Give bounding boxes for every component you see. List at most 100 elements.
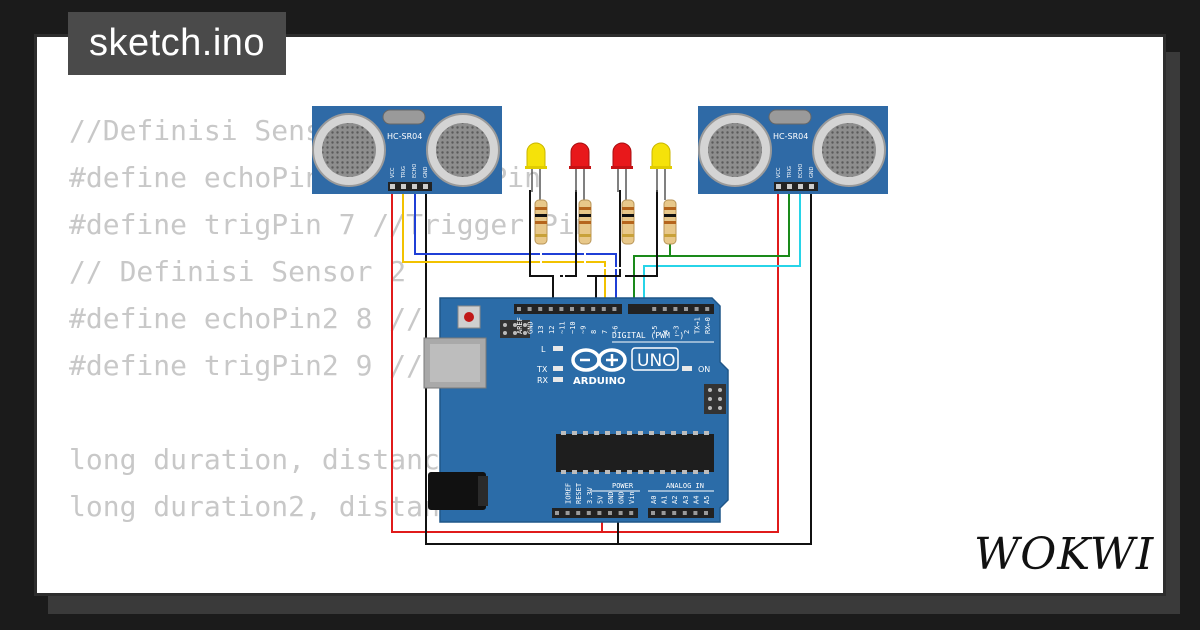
- header-pin[interactable]: [684, 307, 688, 311]
- header-pin[interactable]: [586, 511, 591, 515]
- header-pin[interactable]: [682, 511, 687, 515]
- pin-label: TX→1: [694, 317, 702, 334]
- header-pin[interactable]: [597, 511, 602, 515]
- wire-red: [602, 190, 779, 533]
- header-pin[interactable]: [662, 307, 667, 311]
- sensor-pin-label: TRIG: [401, 166, 407, 179]
- chip-pin: [704, 470, 709, 474]
- pin-label: 4: [662, 330, 670, 334]
- sensor-model-label: HC-SR04: [387, 132, 422, 141]
- header-pin[interactable]: [672, 511, 677, 515]
- pin-label: 7: [601, 330, 609, 334]
- header-pin[interactable]: [651, 511, 655, 515]
- chip-pin: [583, 470, 588, 474]
- led-label-on: ON: [698, 365, 710, 374]
- wire-white: [540, 244, 565, 308]
- wire-white: [574, 244, 586, 308]
- header-pin[interactable]: [652, 307, 657, 311]
- header-pin[interactable]: [570, 307, 574, 311]
- board-brand-label: ARDUINO: [573, 376, 625, 387]
- chip-pin: [671, 470, 676, 474]
- header-pin[interactable]: [576, 511, 581, 515]
- chip-pin: [616, 431, 621, 435]
- pin-label: 13: [537, 326, 545, 334]
- ultrasonic-sensor-right[interactable]: HC-SR04 VCC TRIG ECHO GND: [698, 106, 888, 194]
- chip-pin: [638, 470, 643, 474]
- resistor: [534, 199, 548, 245]
- pin-label: 2: [683, 330, 691, 334]
- wokwi-logo: WOKWI: [974, 529, 1155, 580]
- led-label-l: L: [541, 345, 546, 354]
- chip-pin: [693, 431, 698, 435]
- sensor-pin-label: ECHO: [412, 164, 418, 178]
- file-tab[interactable]: sketch.ino: [68, 12, 286, 75]
- header-pin[interactable]: [694, 307, 699, 311]
- header-pin[interactable]: [693, 511, 698, 515]
- header-pin[interactable]: [591, 307, 596, 311]
- board-model-label: UNO: [637, 351, 676, 371]
- header-pin[interactable]: [601, 307, 606, 311]
- chip-pin: [627, 431, 632, 435]
- header-pin[interactable]: [661, 511, 666, 515]
- header-pin[interactable]: [705, 307, 710, 311]
- ultrasonic-sensor-left[interactable]: HC-SR04 VCC TRIG ECHO GND: [312, 106, 502, 194]
- pin-label: ~3: [672, 326, 680, 334]
- chip-pin: [605, 470, 610, 474]
- digital-header-label: DIGITAL (PWM ~): [612, 331, 684, 340]
- chip-pin: [594, 470, 599, 474]
- header-pin[interactable]: [673, 307, 678, 311]
- pin-label: 5V: [596, 495, 604, 504]
- header-pin[interactable]: [608, 511, 612, 515]
- chip-pin: [572, 470, 577, 474]
- header-pin[interactable]: [580, 307, 585, 311]
- power-header-label: POWER: [612, 482, 634, 490]
- led-label-tx: TX: [536, 365, 548, 374]
- header-pin[interactable]: [517, 307, 521, 311]
- pin-label: A3: [682, 496, 690, 504]
- pin-label: A4: [692, 496, 700, 504]
- header-pin[interactable]: [527, 307, 532, 311]
- chip-pin: [616, 470, 621, 474]
- chip-pin: [594, 431, 599, 435]
- led-yellow-1[interactable]: [525, 142, 547, 200]
- pin-label: GND: [607, 491, 615, 504]
- led-label-rx: RX: [537, 376, 549, 385]
- header-pin[interactable]: [629, 511, 634, 515]
- header-pin[interactable]: [704, 511, 708, 515]
- pin-label: ~6: [611, 326, 619, 334]
- header-pin[interactable]: [559, 307, 564, 311]
- power-header: [552, 508, 638, 518]
- sensor-pin-label: TRIG: [787, 166, 793, 179]
- sensor-pin-label: ECHO: [798, 164, 804, 178]
- sensor-model-label: HC-SR04: [773, 132, 808, 141]
- header-pin[interactable]: [538, 307, 543, 311]
- header-pin[interactable]: [565, 511, 570, 515]
- pin-label: AREF: [516, 317, 524, 334]
- chip-pin: [583, 431, 588, 435]
- code-line: #define trigPin 7 //Trigger Pin: [69, 208, 592, 241]
- header-pin[interactable]: [548, 307, 553, 311]
- code-line: // Definisi Sensor 2: [69, 255, 407, 288]
- header-pin[interactable]: [555, 511, 559, 515]
- header-pin[interactable]: [618, 511, 623, 515]
- pin-label: 8: [590, 330, 598, 334]
- pin-label: ~10: [569, 321, 577, 334]
- digital-header: [514, 304, 622, 314]
- led-yellow-2[interactable]: [650, 142, 672, 200]
- resistor: [621, 199, 635, 245]
- header-pin[interactable]: [612, 307, 617, 311]
- chip-pin: [561, 470, 566, 474]
- led-red-2[interactable]: [611, 142, 633, 200]
- chip-pin: [561, 431, 566, 435]
- pin-label: 3.3V: [586, 486, 594, 504]
- sensor-pin-label: GND: [809, 166, 815, 178]
- chip-pin: [660, 431, 665, 435]
- pin-label: RESET: [575, 482, 583, 504]
- pin-label: Vin: [628, 491, 636, 504]
- wire-red: [391, 190, 603, 533]
- chip-pin: [638, 431, 643, 435]
- atmega-chip: [556, 434, 714, 472]
- led-red-1[interactable]: [569, 142, 591, 200]
